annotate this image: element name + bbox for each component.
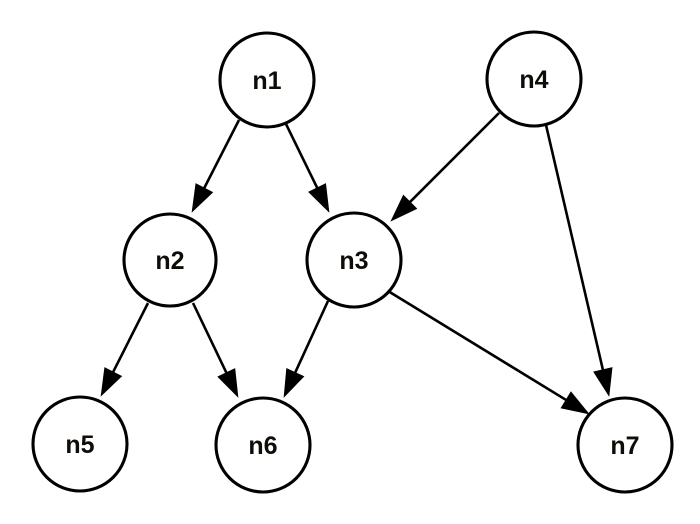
node-label-n1: n1: [252, 67, 281, 95]
node-circle-n2[interactable]: [122, 212, 218, 308]
edge-line-n2-n5: [111, 302, 150, 375]
node-label-n3: n3: [339, 247, 368, 275]
arrow-head-n1-n2: [191, 183, 214, 213]
edge-n4-to-n3: [390, 112, 500, 222]
graph-node-n4[interactable]: n4: [485, 30, 583, 128]
edge-n3-to-n6: [283, 300, 330, 398]
node-label-n4: n4: [519, 66, 548, 94]
edge-line-n2-n6: [191, 302, 229, 376]
edge-n2-to-n6: [191, 302, 239, 398]
node-circle-n3[interactable]: [305, 211, 403, 309]
node-circle-n6[interactable]: [214, 396, 312, 494]
edge-line-n4-n7: [544, 124, 605, 372]
graph-node-n2[interactable]: n2: [122, 212, 218, 308]
edges-layer: [100, 112, 613, 415]
arrow-head-n3-n7: [560, 391, 590, 415]
arrow-head-n2-n5: [100, 367, 123, 397]
edge-line-n3-n7: [387, 289, 569, 403]
graph-node-n6[interactable]: n6: [214, 396, 312, 494]
graph-node-n7[interactable]: n7: [576, 396, 674, 494]
graph-node-n3[interactable]: n3: [305, 211, 403, 309]
arrow-head-n4-n3: [390, 194, 418, 222]
edge-line-n3-n6: [293, 300, 330, 375]
graph-node-n5[interactable]: n5: [31, 395, 129, 493]
node-label-n6: n6: [248, 432, 277, 460]
node-label-n2: n2: [155, 247, 184, 275]
arrow-head-n3-n6: [283, 368, 305, 398]
edge-n2-to-n5: [100, 302, 150, 397]
edge-n1-to-n3: [283, 121, 330, 213]
edge-n1-to-n2: [191, 119, 241, 213]
node-label-n5: n5: [65, 431, 94, 459]
arrow-head-n4-n7: [593, 367, 613, 397]
node-circle-n5[interactable]: [31, 395, 129, 493]
nodes-layer: n1 n2 n3 n4 n5 n6 n7: [31, 30, 674, 494]
edge-n4-to-n7: [544, 124, 613, 397]
arrow-head-n2-n6: [217, 368, 239, 398]
edge-n3-to-n7: [387, 289, 590, 415]
arrow-head-n1-n3: [308, 183, 330, 213]
edge-line-n4-n3: [407, 112, 500, 205]
node-label-n7: n7: [610, 432, 639, 460]
node-circle-n1[interactable]: [218, 31, 316, 129]
edge-line-n1-n2: [202, 119, 241, 191]
graph-node-n1[interactable]: n1: [218, 31, 316, 129]
node-circle-n4[interactable]: [485, 30, 583, 128]
node-circle-n7[interactable]: [576, 396, 674, 494]
edge-line-n1-n3: [283, 121, 320, 191]
